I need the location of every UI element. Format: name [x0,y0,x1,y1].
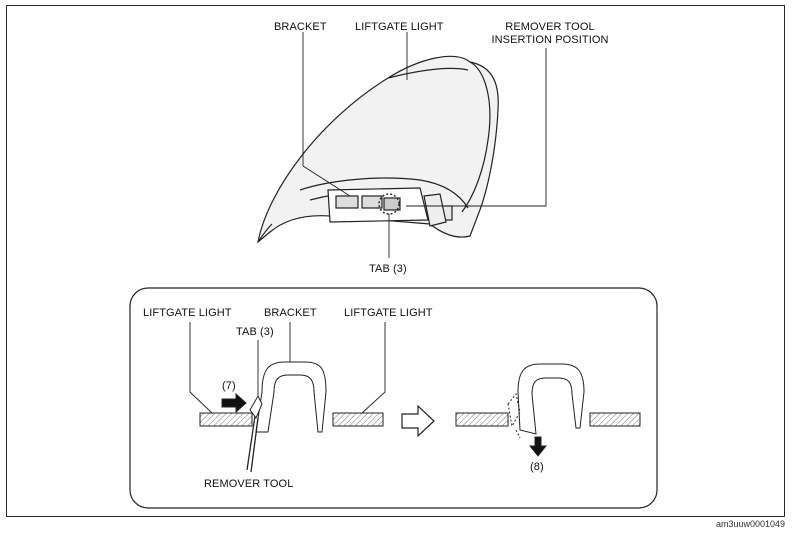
transition-arrow [401,404,435,438]
detail-before [199,361,384,473]
diagram-frame [6,5,785,517]
label-step7: (7) [222,380,236,392]
label-tab-detail: TAB (3) [236,326,274,338]
detail-box [129,287,658,509]
label-remover-tool-line1: REMOVER TOOL [505,21,595,33]
light-panel-left-a [199,412,253,427]
light-panel-right-a [455,412,509,427]
label-liftgate-light-left: LIFTGATE LIGHT [143,307,232,319]
detail-after [455,363,641,457]
label-remover-tool-line2: INSERTION POSITION [491,34,609,46]
label-remover-tool-insertion: REMOVER TOOL INSERTION POSITION [480,21,620,47]
tab-shape [249,394,263,419]
detail-leader-lines [189,322,386,414]
arrow-step7 [221,392,247,414]
label-tab-top: TAB (3) [369,263,407,275]
bracket-u-shape-raised [517,363,585,435]
light-panel-right-b [589,412,641,427]
document-id: am3uuw0001049 [715,519,785,529]
arrow-step8 [528,436,548,457]
label-remover-tool: REMOVER TOOL [204,478,294,490]
top-leader-lines [302,32,547,258]
label-bracket-top: BRACKET [274,21,327,33]
label-step8: (8) [530,461,544,473]
bracket-u-shape [255,361,327,433]
liftgate-light-illustration [257,55,499,244]
label-liftgate-light-right: LIFTGATE LIGHT [344,307,433,319]
light-panel-left-b [332,412,384,427]
label-liftgate-light-top: LIFTGATE LIGHT [355,21,444,33]
label-bracket-detail: BRACKET [264,307,317,319]
tab-highlight-circle [378,193,400,215]
